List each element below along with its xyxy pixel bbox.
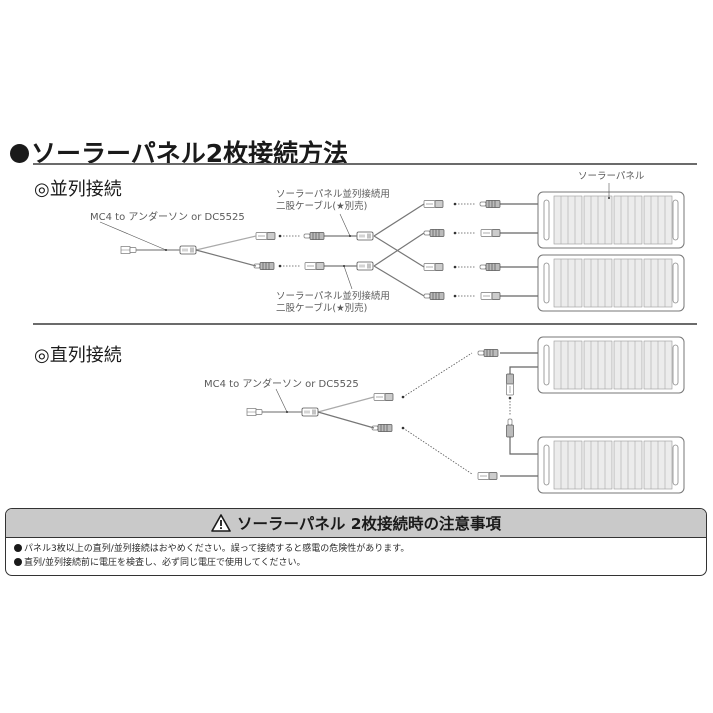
solar-panel-label: ソーラーパネル: [578, 171, 645, 182]
notice-list: パネル3枚以上の直列/並列接続はおやめください。誤って接続すると感電の危険性があ…: [6, 538, 706, 570]
branch-label-line: 二股ケーブル(★別売): [276, 303, 368, 314]
notice-item-text: パネル3枚以上の直列/並列接続はおやめください。誤って接続すると感電の危険性があ…: [24, 544, 410, 554]
solar-panel-1: [537, 191, 685, 249]
warning-triangle-icon: [211, 514, 231, 532]
notice-item-text: 直列/並列接続前に電圧を検査し、必ず同じ電圧で使用してください。: [24, 558, 306, 568]
parallel-branch-label-top: ソーラーパネル並列接続用 二股ケーブル(★別売): [276, 189, 390, 213]
bullet-icon: [14, 544, 22, 552]
parallel-diagram: [99, 183, 685, 312]
bullet-icon: [14, 558, 22, 566]
branch-label-line: 二股ケーブル(★別売): [276, 201, 368, 212]
branch-label-line: ソーラーパネル並列接続用: [276, 189, 390, 200]
notice-item: パネル3枚以上の直列/並列接続はおやめください。誤って接続すると感電の危険性があ…: [14, 542, 706, 556]
notice-header: ソーラーパネル 2枚接続時の注意事項: [6, 509, 706, 538]
bullet-icon: [10, 144, 29, 163]
section-divider: [33, 323, 697, 325]
series-cable-label: MC4 to アンダーソン or DC5525: [204, 379, 359, 390]
section-title-parallel: ◎並列接続: [34, 179, 122, 200]
parallel-branch-label-bottom: ソーラーパネル並列接続用 二股ケーブル(★別売): [276, 291, 390, 315]
notice-box: ソーラーパネル 2枚接続時の注意事項 パネル3枚以上の直列/並列接続はおやめくだ…: [5, 508, 707, 576]
title-divider: [33, 163, 697, 165]
series-diagram: [246, 336, 685, 494]
solar-panel-2: [537, 254, 685, 312]
connection-diagram: [99, 183, 685, 494]
branch-label-line: ソーラーパネル並列接続用: [276, 291, 390, 302]
section-title-series: ◎直列接続: [34, 345, 122, 366]
solar-panel-3: [537, 336, 685, 394]
solar-panel-4: [537, 436, 685, 494]
parallel-cable-label: MC4 to アンダーソン or DC5525: [90, 212, 245, 223]
notice-item: 直列/並列接続前に電圧を検査し、必ず同じ電圧で使用してください。: [14, 556, 706, 570]
notice-title: ソーラーパネル 2枚接続時の注意事項: [236, 515, 502, 533]
